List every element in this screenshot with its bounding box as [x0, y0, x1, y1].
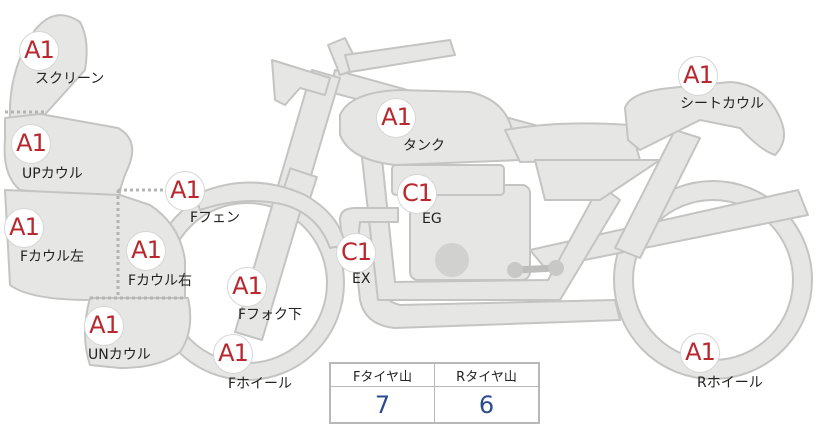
front-fender-grade-badge: A1	[165, 171, 205, 211]
exhaust-grade-badge: C1	[336, 233, 376, 273]
engine-grade-badge: C1	[397, 174, 437, 214]
seat-shape	[504, 122, 641, 163]
seat-cowl-grade-badge: A1	[678, 56, 718, 96]
cowl-right-grade-badge: A1	[126, 231, 166, 271]
tire-tread-table: Fタイヤ山 Rタイヤ山 7 6	[329, 362, 540, 424]
seat-frame-shape	[534, 159, 661, 201]
front-fork-lower-grade-badge: A1	[227, 267, 267, 307]
front-fender-label: Fフェン	[190, 210, 241, 226]
front-tread-header: Fタイヤ山	[329, 362, 435, 387]
engine-label: EG	[422, 211, 442, 227]
engine-stator	[435, 243, 469, 277]
swingarm-shape	[529, 189, 809, 269]
tread-header-row: Fタイヤ山 Rタイヤ山	[329, 362, 540, 387]
shift-knob-b	[548, 260, 564, 276]
seat-cowl-label: シートカウル	[680, 96, 764, 112]
front-tread-value: 7	[329, 386, 435, 424]
screen-label: スクリーン	[35, 71, 105, 87]
tread-value-row: 7 6	[329, 386, 540, 424]
handlebar-shape	[271, 59, 331, 106]
cowl-left-grade-badge: A1	[4, 208, 44, 248]
tank-grade-badge: A1	[376, 98, 416, 138]
rear-tread-header: Rタイヤ山	[434, 362, 540, 387]
front-fork-lower-label: Fフォク下	[238, 307, 303, 323]
shift-knob-a	[507, 262, 523, 278]
upper-cowl-grade-badge: A1	[11, 124, 51, 164]
rear-wheel-label: Rホイール	[697, 375, 763, 391]
tank-label: タンク	[403, 138, 445, 154]
exhaust-label: EX	[352, 271, 371, 287]
rear-wheel-grade-badge: A1	[680, 333, 720, 373]
under-cowl-grade-badge: A1	[84, 306, 124, 346]
cowl-right-label: Fカウル右	[128, 273, 193, 289]
cowl-left-label: Fカウル左	[20, 249, 85, 265]
front-wheel-grade-badge: A1	[213, 334, 253, 374]
upper-cowl-label: UPカウル	[22, 166, 83, 182]
seat-cowl-shape	[624, 81, 785, 156]
handlebar-grip	[344, 39, 456, 73]
under-cowl-label: UNカウル	[88, 347, 151, 363]
rear-tread-value: 6	[434, 386, 540, 424]
front-wheel-label: Fホイール	[228, 376, 293, 392]
rear-shock-shape	[614, 129, 701, 259]
header-pipe-shape	[339, 207, 399, 241]
screen-grade-badge: A1	[19, 31, 59, 71]
